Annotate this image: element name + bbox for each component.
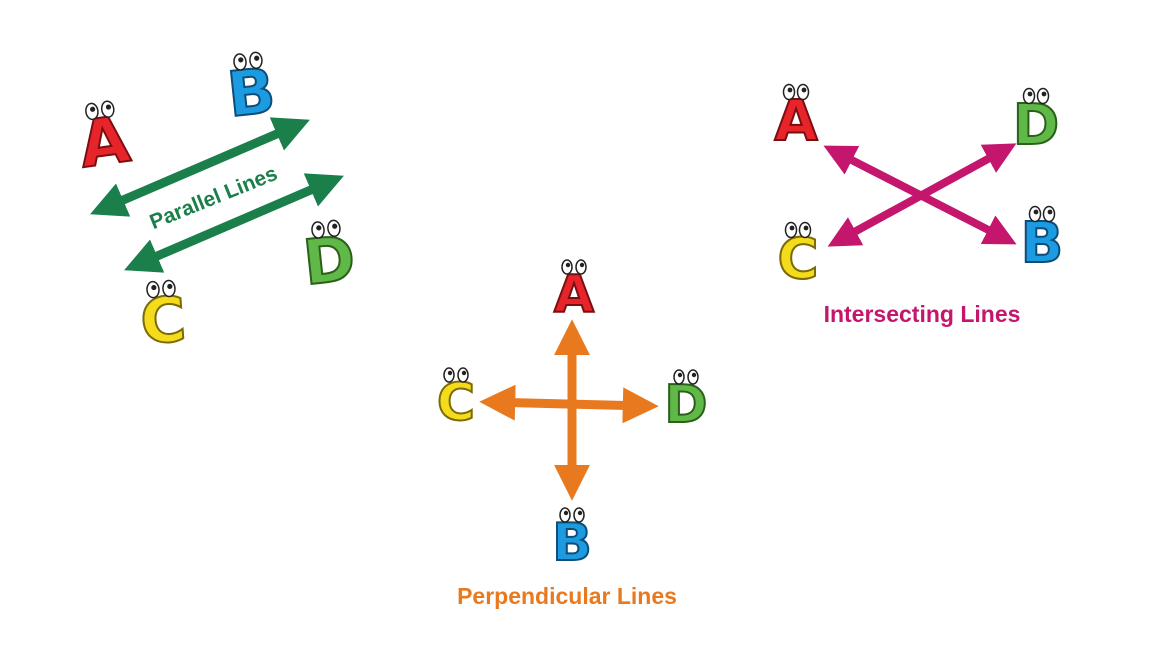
letter-b-character: B (223, 51, 280, 132)
letter-a-character: A (773, 83, 819, 155)
letter-d-character: D (299, 219, 360, 300)
perpendicular-line-cd (479, 384, 659, 424)
intersecting-diagram: A D C (773, 83, 1064, 327)
letter-d: D (1013, 93, 1059, 158)
letter-d: D (664, 375, 707, 435)
eyes-icon (146, 279, 176, 299)
letter-b-character: B (551, 507, 593, 574)
letter-c-character: C (436, 367, 476, 434)
letter-c: C (138, 282, 188, 358)
letter-d-character: D (1012, 87, 1060, 159)
letter-b: B (552, 513, 592, 573)
letter-a: A (774, 89, 818, 154)
letter-b-character: B (1020, 205, 1064, 277)
intersecting-lines-label: Intersecting Lines (824, 301, 1021, 327)
eyes-icon (233, 51, 263, 71)
letter-d-character: D (663, 369, 709, 436)
eyes-icon (673, 369, 699, 385)
eyes-icon (782, 83, 810, 101)
letter-c: C (437, 373, 475, 433)
parallel-lines-label: Parallel Lines (146, 162, 280, 234)
eyes-icon (1022, 87, 1050, 105)
parallel-diagram: Parallel Lines A B C (74, 51, 360, 359)
letter-a: A (554, 265, 594, 325)
eyes-icon (559, 507, 585, 523)
letter-c-character: C (137, 279, 189, 359)
letter-a-character: A (553, 259, 595, 326)
perpendicular-lines-label: Perpendicular Lines (457, 583, 677, 609)
eyes-icon (85, 100, 115, 121)
letter-b: B (1021, 211, 1064, 276)
eyes-icon (311, 219, 341, 239)
eyes-icon (443, 367, 469, 383)
parallel-line-cd (124, 173, 344, 273)
letter-a-character: A (74, 100, 136, 184)
perpendicular-diagram: A B C (436, 259, 709, 609)
letter-d: D (300, 221, 359, 299)
eyes-icon (1028, 205, 1056, 223)
eyes-icon (784, 221, 812, 239)
letter-c: C (777, 227, 818, 292)
intersecting-line-cd (827, 143, 1017, 247)
eyes-icon (561, 259, 587, 275)
letter-c-character: C (776, 221, 820, 293)
